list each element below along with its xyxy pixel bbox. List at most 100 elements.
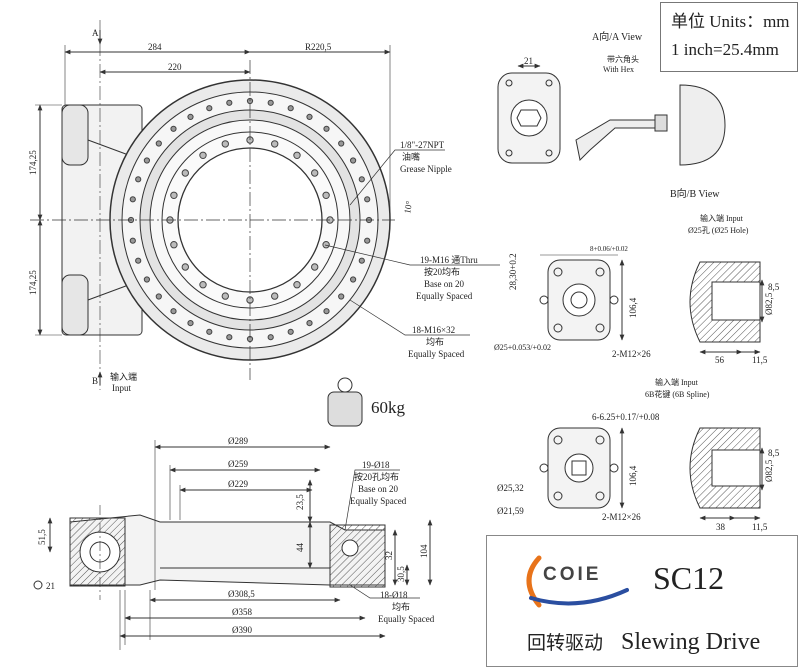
units-box: 单位 Units：mm 1 inch=25.4mm [660,2,798,72]
coie-logo-icon [526,555,629,608]
bolt-hole [206,328,213,335]
bolt-hole [322,241,330,249]
thru-label-2: 按20均布 [424,266,460,277]
view-b-dim1064: 106,4 [628,297,638,318]
spline-d2532: Ø25,32 [497,483,524,493]
dim-305: 30,5 [396,566,406,582]
spline-dim1064: 106,4 [628,465,638,486]
dim-515: 51,5 [37,529,47,545]
bolt-hole [358,176,365,183]
bolt-hole [364,196,371,203]
dim-d259: Ø259 [228,459,248,469]
hex-label-cn: 带六角头 [607,54,639,64]
product-name: 回转驱动 Slewing Drive [527,628,760,656]
title-block: COIE SC12 回转驱动 Slewing Drive [486,535,798,667]
bolt-hole [181,169,190,177]
bolt-hole [206,105,213,112]
bolt-hole [293,281,301,289]
view-b-dim85: 8,5 [768,282,780,292]
bolt-hole [271,140,279,148]
view-b-dim56: 56 [715,355,725,365]
view-b-d825: Ø82,5 [764,292,774,315]
dim-32: 32 [384,551,394,560]
bolt-hole [323,308,330,315]
view-arrow-b: B [92,376,98,386]
bolt-hole [350,276,357,283]
logo-text: COIE [543,564,602,585]
holes19-label-2: 按20孔均布 [354,471,399,482]
spline-input: 输入端 Input [655,377,699,387]
holes19-label-4: Equally Spaced [350,496,407,506]
bolt-hole [323,125,330,132]
section-view-labels: Ø289 Ø259 Ø229 Ø308,5 Ø358 Ø390 51,5 23,… [37,436,435,635]
bolt-hole [226,99,233,106]
view-a-dim21: 21 [524,56,533,66]
grease-label-2: 油嘴 [402,151,420,162]
view-b-dim2830: 28,30+0.2 [508,253,518,290]
bolt-hole [221,292,230,300]
product-name-en: Slewing Drive [621,629,761,655]
outer-bolt-holes [127,97,373,343]
bolt-hole [350,157,357,164]
bolt-hole [364,237,371,244]
input-label-cn: 输入端 [110,371,137,382]
dim-r220: R220,5 [305,42,332,52]
spline-dim115: 11,5 [752,522,768,532]
product-name-cn: 回转驱动 [527,632,604,654]
bolt-hole [338,293,345,300]
bolt-hole [287,105,294,112]
spline-dim38: 38 [716,522,726,532]
dim-d3085: Ø308,5 [228,589,255,599]
bolt-hole [358,257,365,264]
dim-d289: Ø289 [228,436,248,446]
weight-icon [327,377,363,427]
bolt-hole [293,151,301,160]
bolt-hole [155,140,162,147]
units-line-1: 单位 Units：mm [671,12,790,31]
bolt-hole [170,308,177,315]
view-arrow-a: A [92,28,99,38]
model-number: SC12 [653,560,725,596]
bolt-hole [311,263,319,271]
spline-m12: 2-M12×26 [602,512,641,522]
dim-174-top: 174,25 [28,150,38,175]
view-b-hole: Ø25孔 (Ø25 Hole) [688,226,749,235]
bolt-hole [199,281,207,289]
bolt-hole [267,334,274,341]
dim-104: 104 [419,544,429,558]
dim-174-bottom: 174,25 [28,270,38,295]
dim-d358: Ø358 [232,607,252,617]
dim-d390: Ø390 [232,625,252,635]
thru-label-1: 19-M16 通Thru [420,255,478,265]
section-view [33,440,433,650]
bolt-hole [187,320,194,327]
grease-label-3: Grease Nipple [400,164,452,174]
angle-label: 10° [402,200,414,215]
bolt-hole [226,334,233,341]
bolt-hole [338,140,345,147]
units-line-2: 1 inch=25.4mm [671,40,779,59]
holes19-label-1: 19-Ø18 [362,460,390,470]
m16-label-2: 均布 [426,336,444,347]
view-b-dim8: 8+0.06/+0.02 [590,245,628,253]
view-a-labels: A向/A View 21 带六角头 With Hex [524,30,643,74]
bolt-hole [143,157,150,164]
top-view-labels: 284 R220,5 220 174,25 174,25 A B 输入端 Inp… [28,28,478,393]
view-b [539,254,765,355]
thru-label-4: Equally Spaced [416,291,473,301]
dim-21: 21 [46,581,55,591]
bolt-hole [129,237,136,244]
view-b-d25: Ø25+0.053/+0.02 [494,343,551,352]
bolt-hole [135,257,142,264]
bolt-hole [306,113,313,121]
view-b-input: 输入端 Input [700,213,744,223]
m16-label-1: 18-M16×32 [412,325,455,335]
dim-44: 44 [295,543,305,553]
hex-label-en: With Hex [603,65,634,74]
bolt-hole [322,191,330,200]
view-b-m12: 2-M12×26 [612,349,651,359]
grease-label-1: 1/8"-27NPT [400,140,445,150]
view-b-dim115: 11,5 [752,355,768,365]
bolt-hole [170,125,177,132]
bolt-hole [199,151,207,160]
